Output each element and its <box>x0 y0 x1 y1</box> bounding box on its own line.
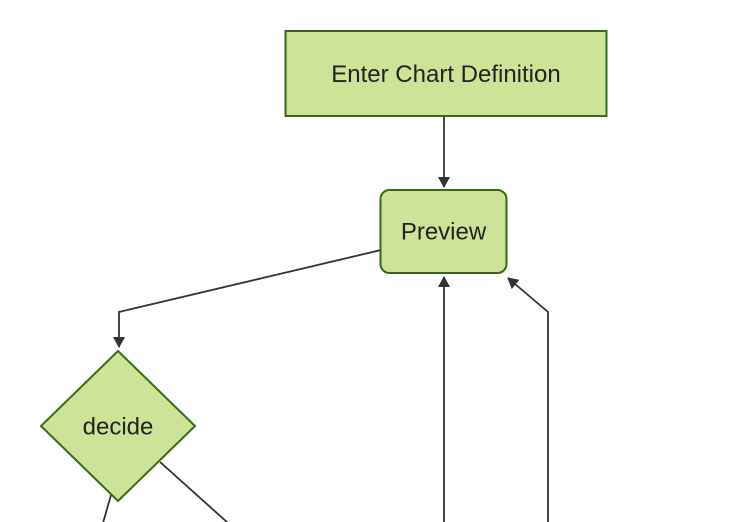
decide-label: decide <box>83 414 154 441</box>
edge-preview-to-decide <box>113 249 382 348</box>
enter-chart-definition-box <box>284 30 608 117</box>
enter-chart-definition-label: Enter Chart Definition <box>331 61 560 88</box>
edge-decide-to-offscreen-right <box>159 461 229 522</box>
decide-diamond <box>39 349 197 503</box>
edge-decide-to-offscreen-left <box>102 494 112 522</box>
node-enter-chart-definition: Enter Chart Definition <box>284 30 608 117</box>
node-preview: Preview <box>379 189 508 274</box>
preview-box <box>379 189 508 274</box>
edge-layer <box>102 116 549 522</box>
edge-from-bottom-to-preview-2 <box>507 277 549 522</box>
node-decide: decide <box>39 349 197 503</box>
preview-label: Preview <box>401 219 487 246</box>
